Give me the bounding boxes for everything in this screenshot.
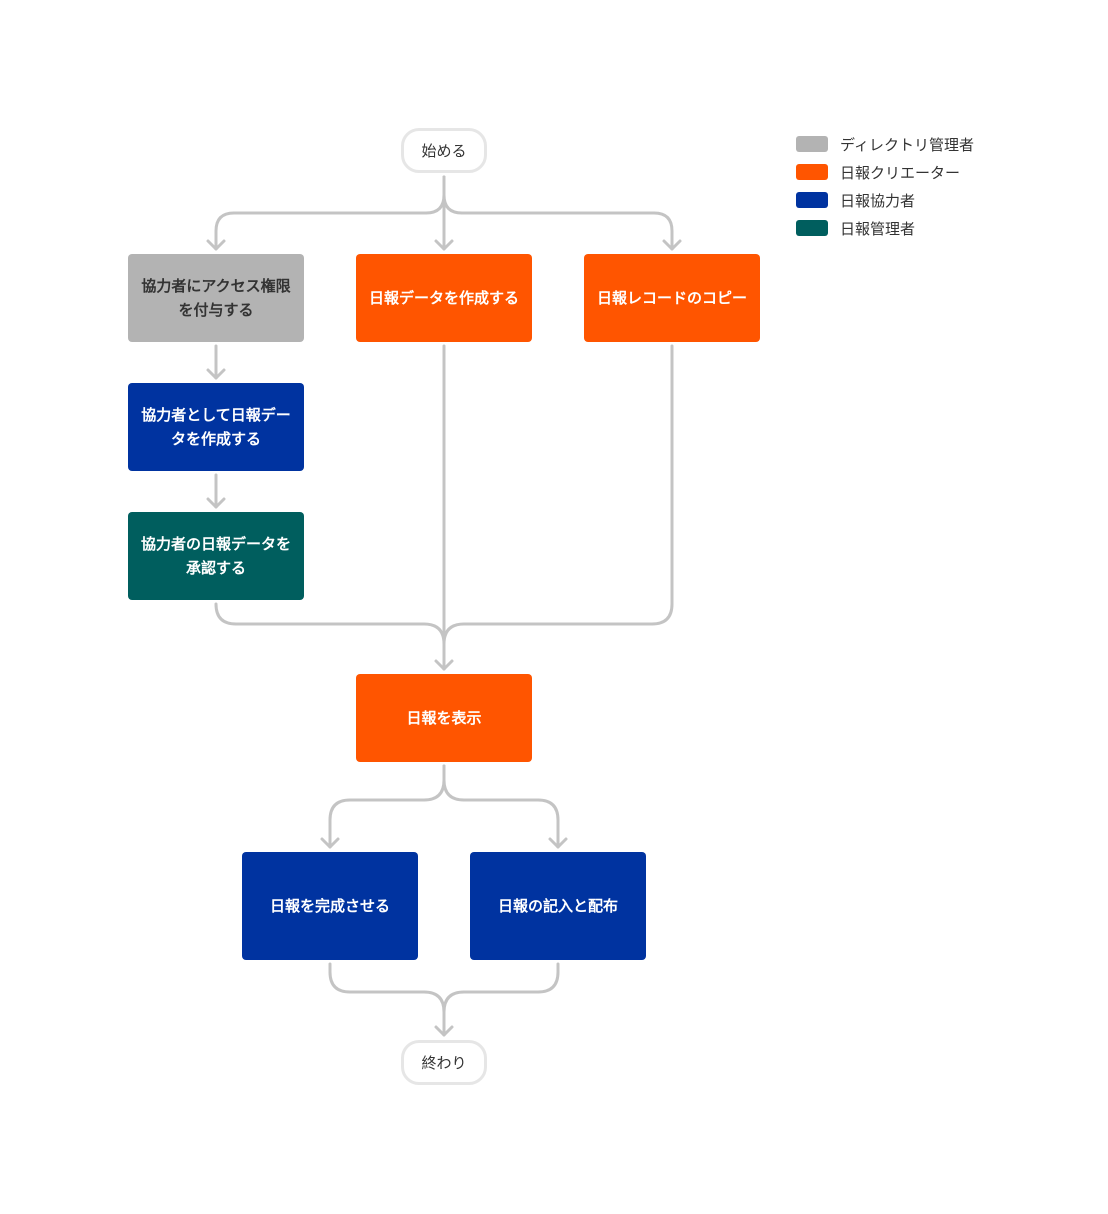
connector-show-right: [442, 764, 560, 849]
legend: ディレクトリ管理者 日報クリエーター 日報協力者 日報管理者: [796, 130, 974, 242]
node-label: 日報データを作成する: [368, 289, 519, 307]
node-approve-collaborator: 協力者の日報データを承認する: [128, 512, 304, 600]
legend-label: ディレクトリ管理者: [840, 135, 974, 154]
connector-start-right: [442, 175, 674, 251]
start-terminal: 始める: [401, 128, 487, 173]
connector-copy-to-show: [442, 344, 674, 646]
node-label: 日報を表示: [406, 709, 482, 727]
node-grant-access: 協力者にアクセス権限を付与する: [128, 254, 304, 342]
arrowhead-icons: [206, 239, 682, 1037]
legend-label: 日報協力者: [840, 191, 916, 210]
node-copy-record: 日報レコードのコピー: [584, 254, 760, 342]
node-label: 日報の記入と配布: [497, 897, 618, 915]
node-label: 日報を完成させる: [269, 897, 390, 915]
connector-approve-to-show: [214, 602, 446, 671]
node-label: 協力者として日報データを作成する: [141, 406, 291, 448]
node-create-as-collaborator: 協力者として日報データを作成する: [128, 383, 304, 471]
connector-complete-to-end: [328, 962, 446, 1037]
node-fill-distribute: 日報の記入と配布: [470, 852, 646, 960]
node-label: 協力者にアクセス権限を付与する: [141, 277, 291, 319]
node-label: 協力者の日報データを承認する: [140, 535, 291, 577]
legend-swatch: [796, 192, 828, 208]
node-complete-report: 日報を完成させる: [242, 852, 418, 960]
legend-swatch: [796, 164, 828, 180]
connector-show-left: [328, 764, 446, 849]
legend-item-creator: 日報クリエーター: [796, 158, 974, 186]
legend-swatch: [796, 220, 828, 236]
connector-start-left: [214, 175, 446, 251]
end-terminal: 終わり: [401, 1040, 487, 1085]
node-label: 日報レコードのコピー: [596, 289, 747, 307]
node-show-report: 日報を表示: [356, 674, 532, 762]
legend-item-director: ディレクトリ管理者: [796, 130, 974, 158]
legend-item-collaborator: 日報協力者: [796, 186, 974, 214]
node-create-data: 日報データを作成する: [356, 254, 532, 342]
legend-label: 日報管理者: [840, 219, 916, 238]
legend-label: 日報クリエーター: [840, 163, 961, 182]
legend-item-manager: 日報管理者: [796, 214, 974, 242]
legend-swatch: [796, 136, 828, 152]
connector-fill-to-end: [442, 962, 560, 1014]
